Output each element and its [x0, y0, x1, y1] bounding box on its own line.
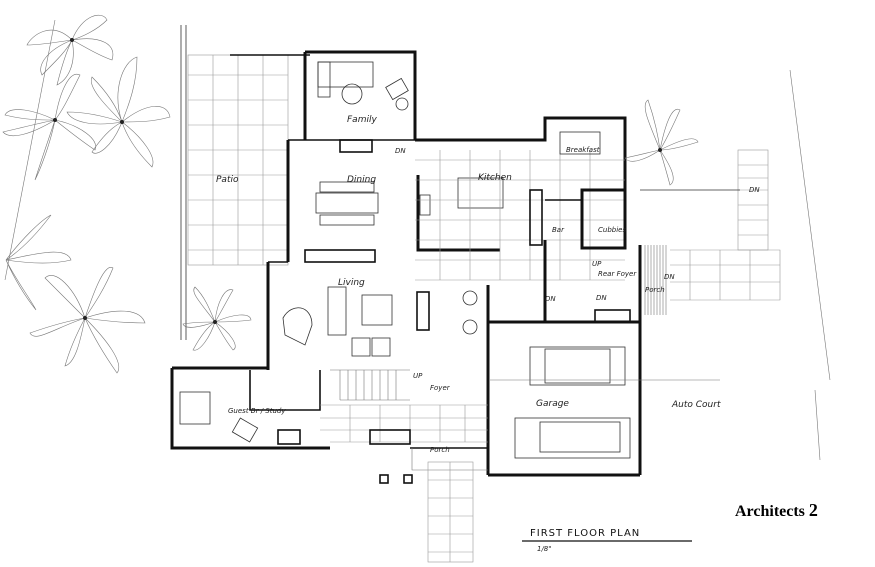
stair-note-up-rear: UP [592, 260, 602, 268]
room-label-rear-foyer: Rear Foyer [598, 270, 637, 278]
firm-number: 2 [808, 500, 818, 520]
room-label-auto-court: Auto Court [671, 400, 721, 410]
stair-note-dn-rear: DN [596, 294, 607, 302]
dining-living-walls [266, 140, 478, 370]
drawing-title: FIRST FLOOR PLAN [530, 528, 640, 539]
room-label-foyer: Foyer [430, 384, 451, 392]
court-steps [640, 149, 769, 251]
room-label-dining: Dining [347, 175, 376, 185]
room-label-living: Living [338, 278, 365, 288]
stair-note-dn-family: DN [395, 147, 406, 155]
kitchen-area [415, 116, 627, 281]
room-label-front-porch: Porch [430, 446, 450, 454]
stair-note-dn-porch: DN [664, 273, 675, 281]
garage [486, 285, 720, 477]
room-label-guest-study: Guest Br / Study [228, 407, 286, 415]
stair-note-dn-court: DN [749, 186, 760, 194]
room-label-rear-porch: Porch [645, 286, 665, 294]
room-label-bar: Bar [552, 226, 565, 234]
rear-foyer [543, 240, 781, 324]
plant-sketch-icon [182, 99, 699, 351]
tree-sketch-icon [2, 15, 171, 374]
drawing-scale: 1/8" [537, 545, 552, 553]
foyer-stair [320, 369, 488, 471]
front-walk [427, 461, 474, 563]
firm-name: Architects [735, 503, 805, 520]
room-label-patio: Patio [216, 175, 239, 185]
stair-note-dn-stair: DN [545, 295, 556, 303]
room-label-kitchen: Kitchen [478, 173, 512, 183]
room-label-family: Family [347, 115, 377, 125]
family-room [288, 50, 417, 153]
room-label-breakfast: Breakfast [566, 146, 600, 154]
patio-paving [187, 54, 289, 266]
stair-note-up-main: UP [413, 372, 423, 380]
room-label-cubbies: Cubbies [598, 226, 626, 234]
guest-study [170, 366, 330, 450]
room-label-garage: Garage [536, 399, 569, 409]
firm-logo: Architects 2 [735, 500, 818, 521]
